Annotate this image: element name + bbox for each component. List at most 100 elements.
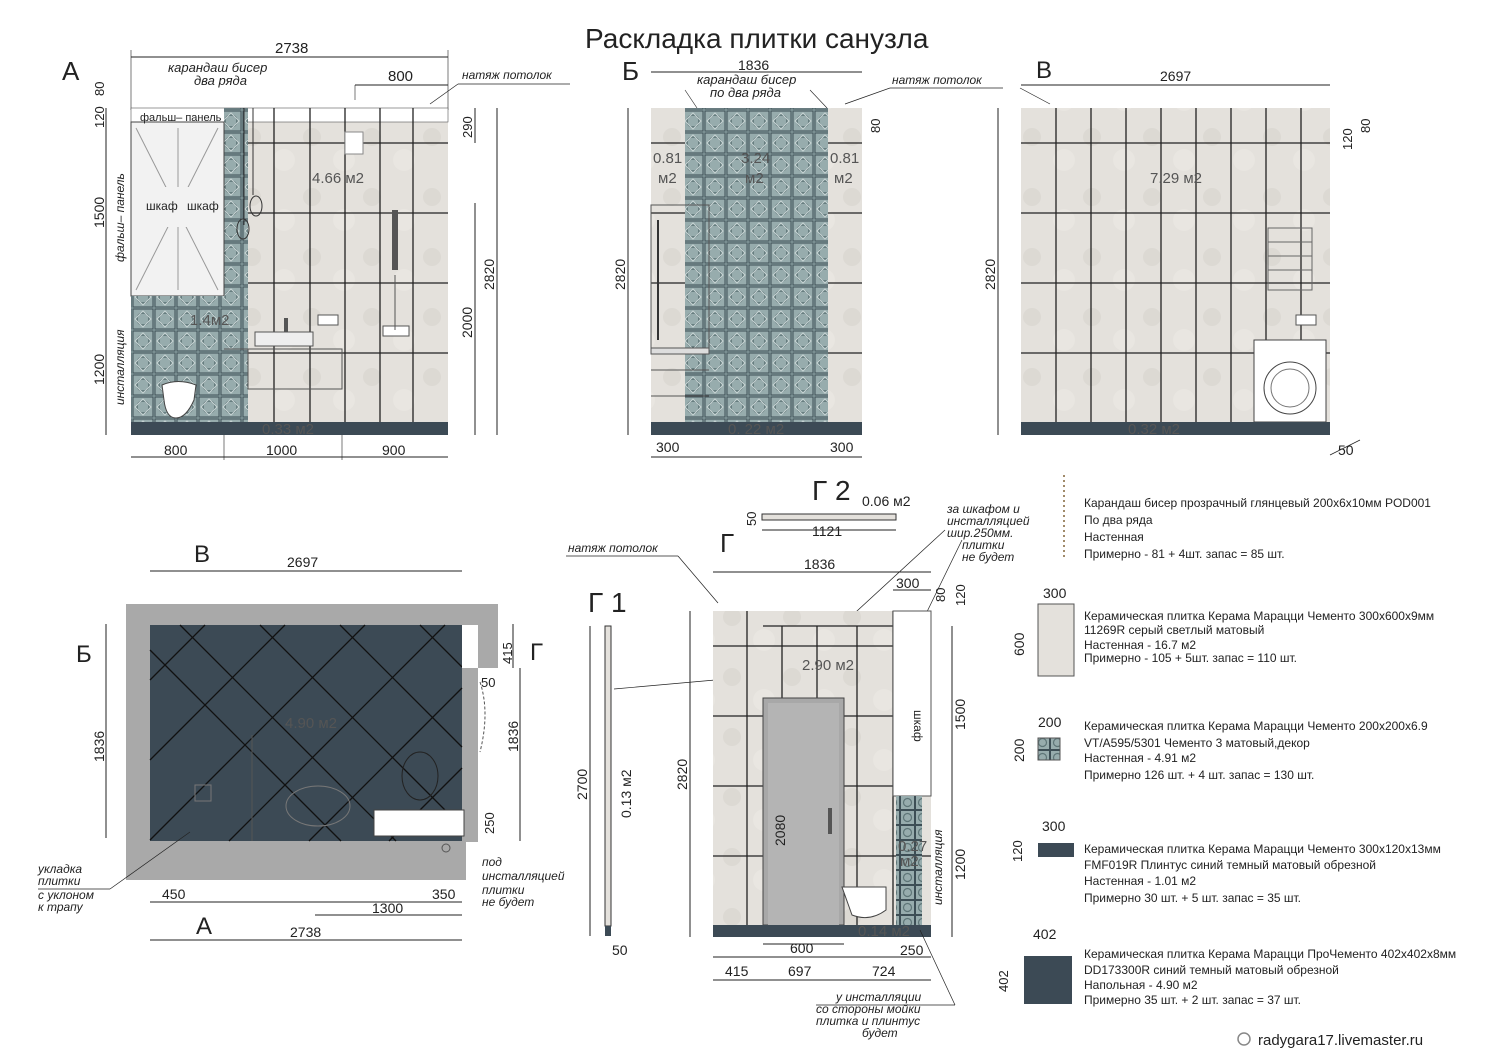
area-b-right-2: м2 <box>834 170 853 187</box>
dim-g-1500: 1500 <box>952 699 968 730</box>
label-plan-under-1: под <box>482 855 502 869</box>
label-g-ceiling: натяж потолок <box>568 541 659 555</box>
label-plan-under-4: не будет <box>482 895 534 909</box>
label-a-pencil-2: два ряда <box>194 73 247 88</box>
dim-plan-left: 1836 <box>91 731 107 762</box>
dim-a-900: 900 <box>382 442 406 458</box>
label-g-foot-2: со стороны мойки <box>816 1002 921 1016</box>
wall-g2-title: Г 2 <box>812 475 851 506</box>
label-plan-under-3: плитки <box>482 883 525 897</box>
dim-b-300-right: 300 <box>830 439 854 455</box>
dim-g-total: 1836 <box>804 556 835 572</box>
dim-a-2000: 2000 <box>459 307 475 338</box>
dim-g1-2700: 2700 <box>574 769 590 800</box>
dim-a-800-bottom: 800 <box>164 442 188 458</box>
dim-a-1500: 1500 <box>91 197 107 228</box>
dim-plan-415: 415 <box>500 642 515 664</box>
legend-pencil-line-2: По два ряда <box>1084 513 1153 527</box>
dim-v-total: 2697 <box>1160 68 1191 84</box>
dim-a-2820: 2820 <box>481 259 497 290</box>
wall-g1-title: Г 1 <box>588 587 627 618</box>
legend-wall-tile-line-3: Настенная - 16.7 м2 <box>1084 638 1196 652</box>
label-g-note-5: не будет <box>962 550 1014 564</box>
dim-v-50: 50 <box>1338 442 1354 458</box>
legend-wall-tile-line-1: Керамическая плитка Керама Марацци Чемен… <box>1084 609 1434 623</box>
label-plan-slope-1: с уклоном <box>38 888 94 902</box>
label-plan-tile-2: плитки <box>38 874 81 888</box>
legend-wall-tile-h: 600 <box>1011 632 1027 656</box>
label-b-pencil-1: карандаш бисер <box>697 72 796 87</box>
label-a-false-panel-v: фальш– панель <box>113 173 127 262</box>
area-b-left-1: 0.81 <box>653 150 682 167</box>
wall-g2: Г 2 0.06 м2 1121 50 <box>744 475 911 539</box>
area-g2: 0.06 м2 <box>862 493 911 509</box>
legend-plinth-w: 300 <box>1042 818 1066 834</box>
dim-g-250: 250 <box>900 942 924 958</box>
legend-item-pencil: Карандаш бисер прозрачный глянцевый 200х… <box>1063 475 1431 561</box>
plan-letter-left: Б <box>76 641 92 668</box>
label-g-note-2: инсталляцией <box>947 514 1030 528</box>
dim-a-800-top: 800 <box>388 68 413 85</box>
legend-decor-tile-line-4: Примерно 126 шт. + 4 шт. запас = 130 шт. <box>1084 768 1314 782</box>
label-a-ceiling: натяж потолок <box>462 68 553 82</box>
plan-letter-right: Г <box>530 639 543 666</box>
legend-wall-tile-w: 300 <box>1043 585 1067 601</box>
legend-wall-tile-line-2: 11269R серый светлый матовый <box>1084 623 1264 637</box>
wall-b-letter: Б <box>622 56 639 86</box>
label-g-note-4: плитки <box>962 538 1005 552</box>
label-plan-slope-2: к трапу <box>38 900 84 914</box>
label-plan-tile-1: укладка <box>37 862 82 876</box>
dim-plan-350: 350 <box>432 886 456 902</box>
dim-g-80: 80 <box>933 588 948 602</box>
label-a-cabinet-1: шкаф <box>146 199 178 213</box>
dim-plan-1836: 1836 <box>505 721 521 752</box>
wall-a: А 2738 карандаш бисер два ряда 800 натяж… <box>62 40 570 460</box>
dim-g-300: 300 <box>896 575 920 591</box>
label-g-note-3: шир.250мм. <box>947 526 1013 540</box>
legend-pencil-line-1: Карандаш бисер прозрачный глянцевый 200х… <box>1084 496 1431 510</box>
area-g-mosaic-2: м2 <box>900 853 919 870</box>
dim-g-2080: 2080 <box>772 815 788 846</box>
area-b-plinth: 0. 22 м2 <box>728 421 784 438</box>
wall-g1: Г 1 2700 0.13 м2 50 <box>574 587 761 958</box>
label-g-foot-1: у инсталляции <box>835 990 921 1004</box>
label-a-pencil-1: карандаш бисер <box>168 60 267 75</box>
dim-b-2820: 2820 <box>612 259 628 290</box>
dim-plan-top: 2697 <box>287 554 318 570</box>
dim-a-80: 80 <box>92 82 107 96</box>
legend-item-plinth: 300 120 Керамическая плитка Керама Марац… <box>1010 818 1441 905</box>
label-g-note-1: за шкафом и <box>946 502 1020 516</box>
dim-g1-50: 50 <box>612 942 628 958</box>
legend-decor-tile-line-1: Керамическая плитка Керама Марацци Чемен… <box>1084 719 1428 733</box>
dim-v-2820: 2820 <box>982 259 998 290</box>
legend-floor-tile-line-3: Напольная - 4.90 м2 <box>1084 978 1198 992</box>
area-g-main: 2.90 м2 <box>802 657 854 674</box>
dim-g-697: 697 <box>788 963 812 979</box>
area-a-main: 4.66 м2 <box>312 170 364 187</box>
legend-floor-tile-line-4: Примерно 35 шт. + 2 шт. запас = 37 шт. <box>1084 993 1301 1007</box>
legend-decor-tile-h: 200 <box>1011 738 1027 762</box>
label-g-foot-4: будет <box>862 1026 898 1040</box>
plan-letter-top: В <box>194 541 210 568</box>
legend-pencil-line-4: Примерно - 81 + 4шт. запас = 85 шт. <box>1084 547 1285 561</box>
area-g-mosaic-1: 0.27 <box>898 838 927 855</box>
area-v-main: 7.29 м2 <box>1150 170 1202 187</box>
area-b-mid-1: 3.24 <box>741 150 770 167</box>
legend-decor-tile-w: 200 <box>1038 714 1062 730</box>
dim-plan-2738: 2738 <box>290 924 321 940</box>
dim-g2-1121: 1121 <box>812 523 842 539</box>
area-a-mosaic: 1.4м2 <box>190 312 230 329</box>
dim-plan-50: 50 <box>481 675 495 690</box>
dim-plan-450: 450 <box>162 886 186 902</box>
dim-g-724: 724 <box>872 963 896 979</box>
dim-v-80: 80 <box>1358 119 1373 133</box>
area-b-right-1: 0.81 <box>830 150 859 167</box>
dim-b-80: 80 <box>868 119 883 133</box>
legend-item-wall-tile: 300 600 Керамическая плитка Керама Марац… <box>1011 585 1434 677</box>
legend-plinth-h: 120 <box>1010 840 1025 862</box>
dim-g-415: 415 <box>725 963 749 979</box>
wall-g-letter: Г <box>720 528 734 558</box>
dim-g-120: 120 <box>953 584 968 606</box>
dim-b-total: 1836 <box>738 57 769 73</box>
